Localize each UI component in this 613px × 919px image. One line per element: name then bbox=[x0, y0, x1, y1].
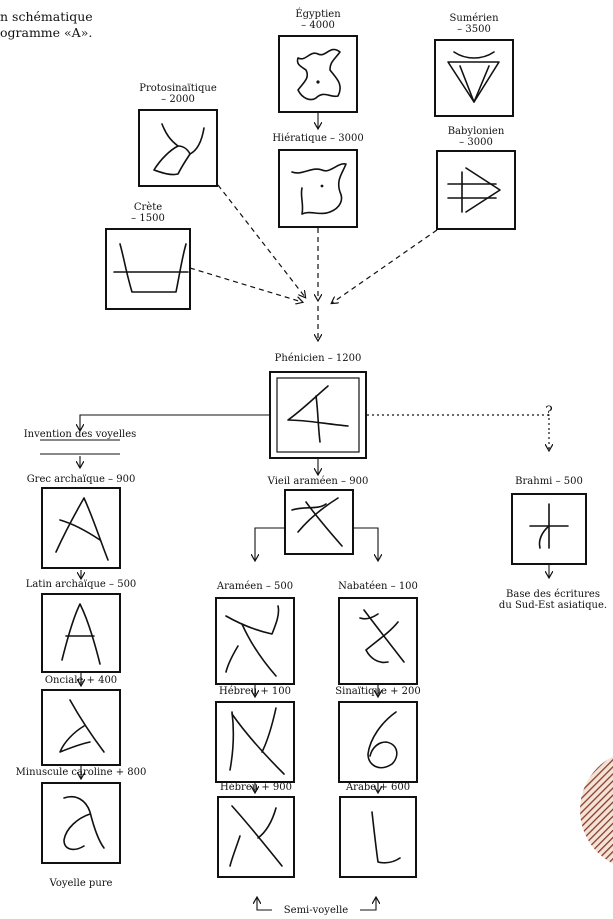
connector-lines bbox=[40, 113, 550, 911]
label-arabe: Arabe + 600 bbox=[345, 782, 411, 793]
label-onciale: Onciale + 400 bbox=[44, 675, 118, 686]
box-vieil-arameen bbox=[284, 489, 354, 555]
label-semi-voyelle: Semi-voyelle bbox=[283, 905, 349, 916]
box-babylonien bbox=[436, 150, 516, 230]
label-base-line-2: du Sud-Est asiatique. bbox=[498, 600, 608, 611]
box-latin-archaique bbox=[41, 593, 121, 673]
box-grec-archaique bbox=[41, 487, 121, 569]
label-invention-voyelles: Invention des voyelles bbox=[23, 429, 137, 440]
box-onciale bbox=[41, 689, 121, 766]
box-phenicien bbox=[269, 371, 367, 459]
box-nabateen bbox=[338, 597, 418, 685]
box-brahmi bbox=[511, 493, 587, 565]
label-crete-name: Crète bbox=[133, 202, 163, 213]
label-question-mark: ? bbox=[545, 404, 553, 420]
label-egyptien-date: – 4000 bbox=[301, 20, 335, 31]
label-protosinaitique-name: Protosinaïtique bbox=[139, 83, 217, 94]
box-crete bbox=[105, 228, 191, 310]
arrow-crete-phenicien bbox=[189, 267, 302, 302]
box-hieratique bbox=[278, 149, 358, 228]
box-minuscule-caroline bbox=[41, 782, 121, 864]
label-grec-archaique: Grec archaïque – 900 bbox=[26, 474, 136, 485]
box-sumerien bbox=[434, 39, 514, 117]
label-sumerien: Sumérien – 3500 bbox=[449, 13, 498, 35]
box-sinaitique bbox=[338, 701, 418, 783]
box-hebreu-100 bbox=[215, 701, 295, 783]
label-sumerien-name: Sumérien bbox=[449, 13, 499, 24]
label-egyptien: Égyptien – 4000 bbox=[295, 9, 340, 31]
label-crete-date: – 1500 bbox=[131, 213, 165, 224]
label-brahmi: Brahmi – 500 bbox=[515, 476, 583, 487]
label-base-ecritures: Base des écritures du Sud-Est asiatique. bbox=[499, 589, 607, 611]
label-voyelle-pure: Voyelle pure bbox=[49, 878, 113, 889]
label-crete: Crète – 1500 bbox=[131, 202, 165, 224]
label-arameen: Araméen – 500 bbox=[216, 581, 294, 592]
intro-line-1: n schématique bbox=[0, 9, 93, 24]
dotted-phenicien-question bbox=[367, 414, 550, 430]
arrow-semi-arabe bbox=[360, 898, 376, 911]
intro-line-2: ogramme «A». bbox=[0, 25, 93, 40]
label-sumerien-date: – 3500 bbox=[457, 24, 491, 35]
box-arabe bbox=[339, 796, 417, 878]
label-sinaitique: Sinaïtique + 200 bbox=[335, 686, 421, 697]
label-base-line-1: Base des écritures bbox=[506, 589, 600, 600]
arrow-babylonien-phenicien bbox=[332, 229, 438, 303]
decorative-hatched-disc bbox=[580, 756, 613, 864]
label-hieratique: Hiératique – 3000 bbox=[272, 133, 364, 144]
label-protosinaitique-date: – 2000 bbox=[161, 94, 195, 105]
label-protosinaitique: Protosinaïtique – 2000 bbox=[139, 83, 216, 105]
label-phenicien: Phénicien – 1200 bbox=[274, 353, 362, 364]
box-hebreu-900 bbox=[217, 796, 295, 878]
arrow-phenicien-invention bbox=[80, 414, 270, 430]
arrow-vieil-arameen bbox=[255, 527, 285, 560]
box-egyptien bbox=[278, 35, 358, 113]
label-babylonien-name: Babylonien bbox=[447, 126, 505, 137]
label-egyptien-name: Égyptien bbox=[295, 9, 341, 20]
label-latin-archaique: Latin archaïque – 500 bbox=[25, 579, 137, 590]
box-protosinaitique bbox=[138, 109, 218, 187]
intro-text: n schématique ogramme «A». bbox=[0, 9, 93, 41]
label-nabateen: Nabatéen – 100 bbox=[338, 581, 418, 592]
label-vieil-arameen: Vieil araméen – 900 bbox=[267, 476, 369, 487]
label-babylonien-date: – 3000 bbox=[459, 137, 493, 148]
label-babylonien: Babylonien – 3000 bbox=[448, 126, 505, 148]
arrow-protosinai-phenicien bbox=[217, 184, 305, 297]
label-hebreu-100: Hébreu + 100 bbox=[218, 686, 292, 697]
label-hebreu-900: Hébreu + 900 bbox=[219, 782, 293, 793]
arrow-vieil-nabateen bbox=[353, 527, 378, 560]
arrow-semi-hebreu900 bbox=[257, 898, 272, 911]
label-minuscule-caroline: Minuscule caroline + 800 bbox=[15, 767, 147, 778]
box-arameen bbox=[215, 597, 295, 685]
